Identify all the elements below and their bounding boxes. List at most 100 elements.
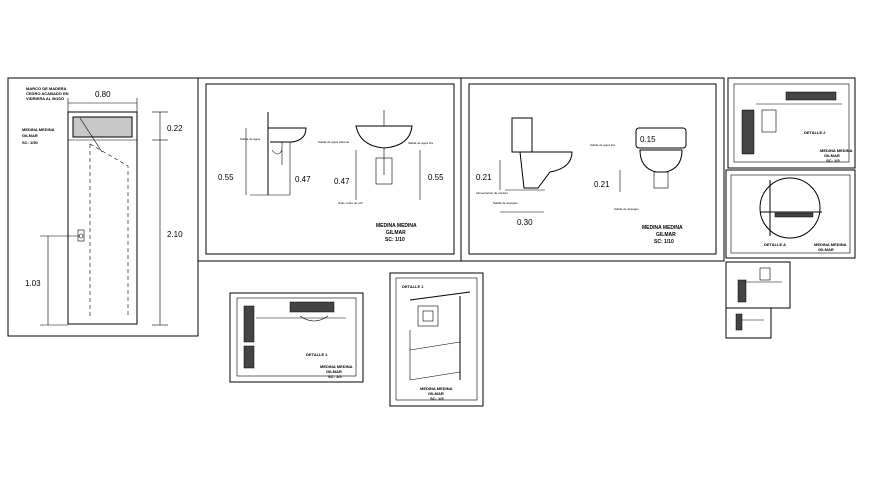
toilet-dim-3: 0.15 — [640, 135, 656, 144]
detail-right-top-inner — [733, 83, 850, 163]
door-header-note-line-1: MARCO DE MADERA — [26, 86, 67, 91]
detail-thumb-b-hatch — [735, 313, 743, 331]
detail-small-2-box-inner — [422, 310, 434, 322]
sink-front-pedestal — [375, 157, 393, 185]
toilet-note-3: Salida de agua fria — [590, 143, 615, 147]
toilet-sheet-outer-frame — [460, 77, 725, 262]
door-header-note-line-2: CEDRO ACABADO EN — [26, 91, 69, 96]
detail-right-top-frame — [727, 77, 856, 169]
sink-note-3: Salida de agua fria — [408, 141, 433, 145]
toilet-owner-line-2: GILMAR — [656, 232, 676, 238]
door-glass-panel — [72, 116, 133, 138]
door-handle-dim-label: 1.03 — [25, 279, 41, 288]
sink-sheet-outer-frame — [197, 77, 462, 262]
door-sheet: MARCO DE MADERA CEDRO ACABADO EN VIDRIER… — [7, 77, 199, 337]
detail-small-2-top-line — [409, 291, 471, 301]
sink-side-trap — [271, 149, 283, 155]
door-owner-line-2: GILMAR — [22, 133, 38, 138]
door-height-label: 2.10 — [167, 230, 183, 239]
sink-side-basin — [268, 127, 307, 143]
detail-right-mid-circle — [759, 177, 821, 239]
detail-right-top-owner-2: GILMAR — [824, 153, 840, 158]
detail-small-1-wall-hatch — [243, 305, 255, 343]
sink-note-4: Niple cobre de 1/2" — [338, 201, 363, 205]
toilet-sheet: 0.21 0.30 Alimentación de inodoro Salida… — [460, 77, 725, 262]
sink-scale: SC: 1/10 — [385, 237, 405, 243]
detail-small-2-title: DETALLE 1 — [402, 284, 424, 289]
detail-small-1: DETALLE 1 MEDINA MEDINA GILMAR SC: 1/5 — [229, 292, 364, 383]
detail-right-top-slab-hatch — [785, 91, 837, 101]
sink-dim-3: 0.47 — [334, 177, 350, 186]
sink-dim-2: 0.47 — [295, 175, 311, 184]
detail-small-1-inner — [236, 297, 357, 377]
sink-dim-1: 0.55 — [218, 173, 234, 182]
detail-small-1-slab-hatch — [289, 301, 335, 313]
detail-right-mid-owner-2: GILMAR — [818, 247, 834, 252]
sink-front-basin — [355, 125, 413, 149]
door-frame — [67, 111, 138, 325]
toilet-sheet-inner-frame — [468, 83, 717, 255]
sink-owner-line-2: GILMAR — [386, 230, 406, 236]
toilet-front-pedestal — [653, 171, 669, 189]
toilet-dim-4: 0.21 — [594, 180, 610, 189]
detail-right-top-title: DETALLE 2 — [804, 130, 826, 135]
sink-sheet: 0.55 0.47 Salida de agua 0.47 0.55 Salid… — [197, 77, 462, 262]
detail-right-mid-title: DETALLE A — [764, 242, 786, 247]
detail-thumb-a-frame — [725, 261, 791, 309]
detail-thumb-b — [725, 307, 772, 339]
detail-small-2: DETALLE 1 MEDINA MEDINA GILMAR SC: 1/5 — [389, 272, 484, 407]
door-handle — [77, 229, 85, 242]
sink-sheet-inner-frame — [205, 83, 455, 255]
detail-thumb-a-box — [759, 267, 771, 281]
sink-owner-line-1: MEDINA MEDINA — [376, 223, 417, 229]
door-width-label: 0.80 — [95, 90, 111, 99]
detail-small-2-bottom-line — [409, 371, 461, 381]
detail-small-2-owner-2: GILMAR — [428, 391, 444, 396]
door-header-note-line-3: VIDRIERA AL BOSO — [26, 96, 64, 101]
detail-thumb-b-frame — [725, 307, 772, 339]
detail-right-mid-frame — [725, 169, 856, 259]
detail-right-mid-inner — [730, 174, 851, 254]
detail-small-1-frame — [229, 292, 364, 383]
detail-small-2-owner-1: MEDINA MEDINA — [420, 386, 453, 391]
door-owner-line-1: MEDINA MEDINA — [22, 127, 55, 132]
detail-small-1-title: DETALLE 1 — [306, 352, 328, 357]
toilet-dim-2: 0.30 — [517, 218, 533, 227]
detail-thumb-a-hatch — [737, 279, 747, 303]
toilet-side-tank — [511, 117, 533, 153]
toilet-front-bowl — [639, 149, 683, 173]
detail-small-2-scale: SC: 1/5 — [430, 396, 444, 401]
detail-thumb-a — [725, 261, 791, 309]
toilet-side-bowl — [519, 151, 573, 189]
detail-small-2-box-outer — [417, 305, 439, 327]
detail-right-top-fixture — [761, 109, 777, 133]
detail-small-1-owner-2: GILMAR — [326, 369, 342, 374]
toilet-note-4: Salida de desague — [614, 207, 639, 211]
sink-note-2: Salida de agua caliente — [318, 140, 350, 144]
detail-small-1-owner-1: MEDINA MEDINA — [320, 364, 353, 369]
door-top-dim-label: 0.22 — [167, 124, 183, 133]
detail-right-mid: DETALLE A MEDINA MEDINA GILMAR — [725, 169, 856, 259]
detail-right-top-scale: SC: 1/5 — [826, 158, 840, 163]
door-leader-line — [79, 117, 103, 153]
toilet-scale: SC: 1/10 — [654, 239, 674, 245]
detail-right-mid-hatch — [774, 212, 814, 218]
detail-small-2-frame — [389, 272, 484, 407]
detail-small-2-inner — [395, 277, 478, 401]
detail-right-top-owner-1: MEDINA MEDINA — [820, 148, 853, 153]
detail-right-top: DETALLE 2 MEDINA MEDINA GILMAR SC: 1/5 — [727, 77, 856, 169]
door-swing-line-right — [89, 143, 129, 318]
door-scale: SC: 1/50 — [22, 140, 39, 145]
detail-small-1-curve — [299, 315, 329, 322]
detail-right-mid-owner-1: MEDINA MEDINA — [814, 242, 847, 247]
detail-small-2-mid-line — [409, 341, 461, 351]
toilet-owner-line-1: MEDINA MEDINA — [642, 225, 683, 231]
detail-small-1-scale: SC: 1/5 — [328, 374, 342, 379]
detail-right-top-wall-hatch — [741, 109, 755, 155]
toilet-note-1: Alimentación de inodoro — [476, 191, 509, 195]
toilet-front-tank — [635, 127, 687, 149]
sink-dim-4: 0.55 — [428, 173, 444, 182]
toilet-dim-1: 0.21 — [476, 173, 492, 182]
